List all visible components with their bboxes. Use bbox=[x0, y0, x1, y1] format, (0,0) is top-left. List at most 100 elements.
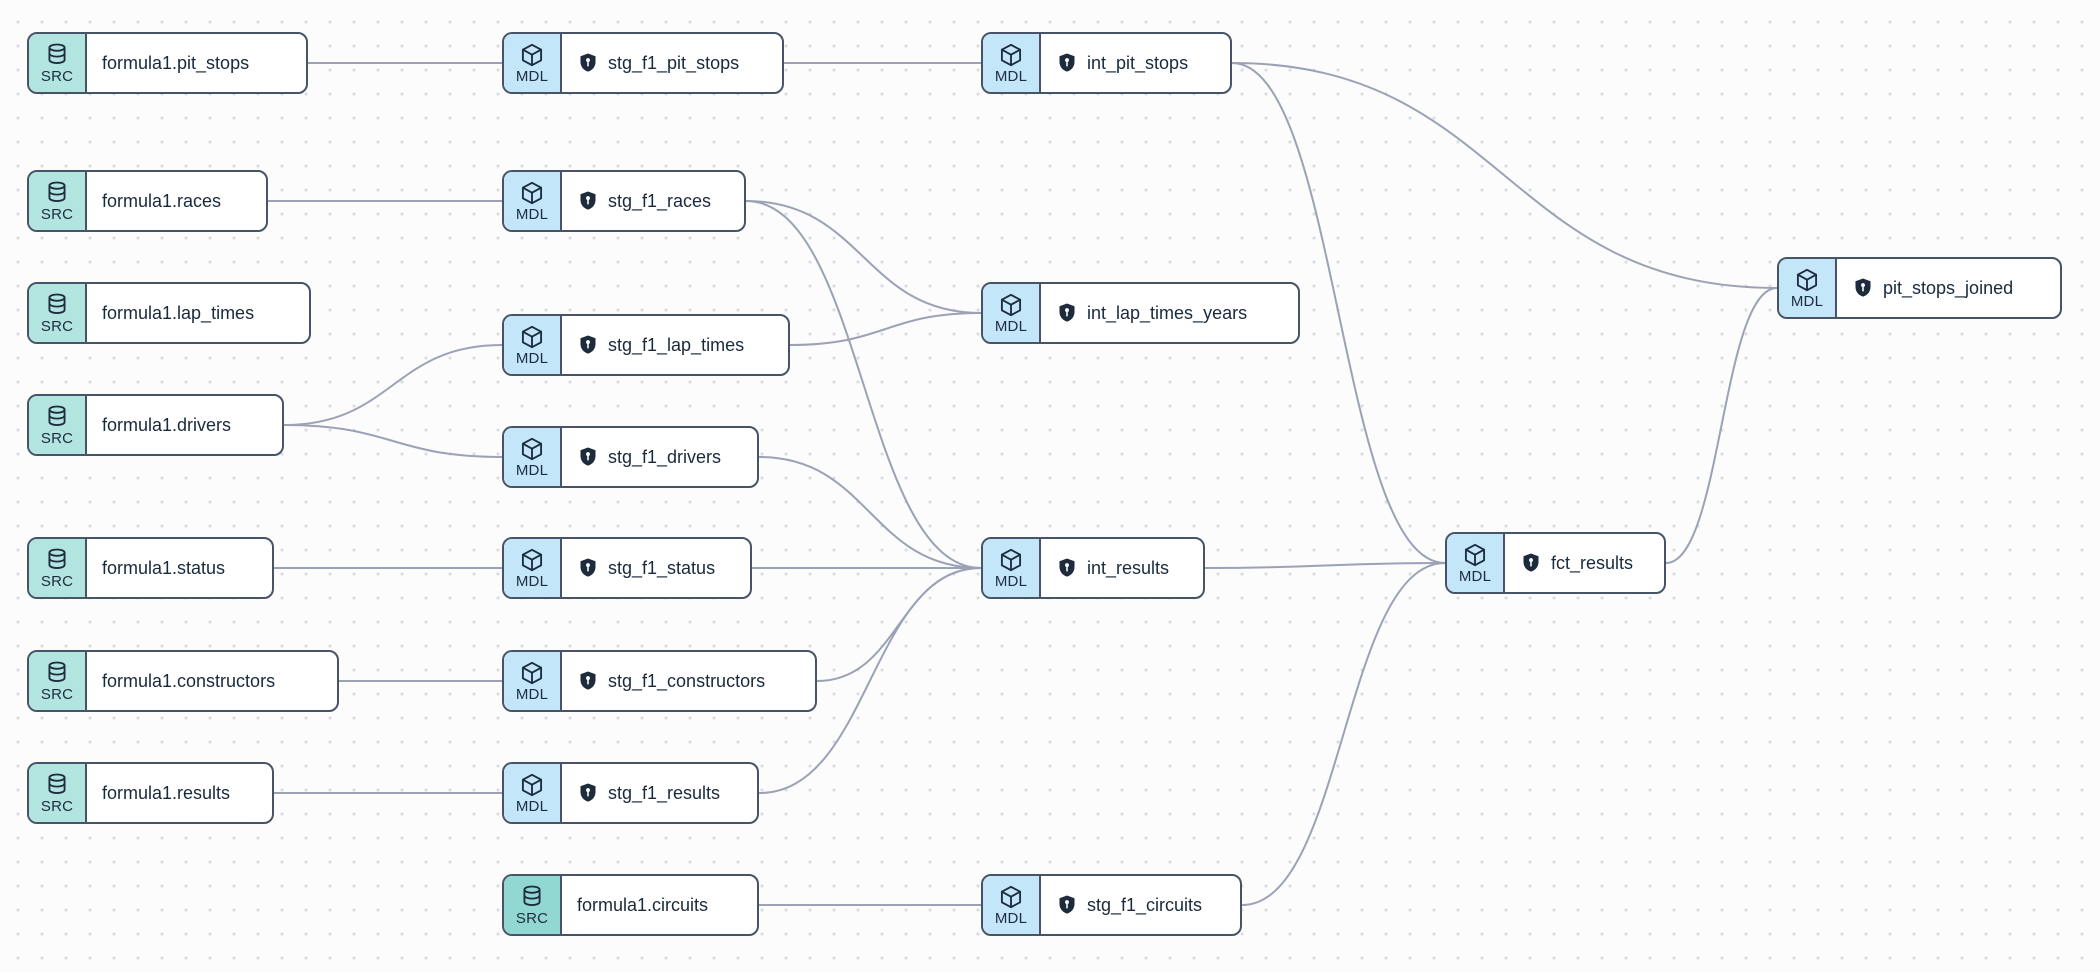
database-icon bbox=[44, 772, 70, 798]
shield-lock-icon bbox=[577, 446, 599, 468]
shield-lock-icon bbox=[1056, 302, 1078, 324]
node-type-label: SRC bbox=[40, 798, 74, 815]
lineage-node-int_results[interactable]: MDL int_results bbox=[981, 537, 1205, 599]
node-type-badge: MDL bbox=[983, 34, 1041, 92]
node-type-badge: MDL bbox=[983, 284, 1041, 342]
node-type-label: SRC bbox=[40, 318, 74, 335]
shield-lock-icon bbox=[577, 782, 599, 804]
node-body: formula1.constructors bbox=[87, 652, 337, 710]
package-icon bbox=[998, 42, 1024, 68]
shield-lock-icon bbox=[577, 52, 599, 74]
lineage-node-src_drivers[interactable]: SRC formula1.drivers bbox=[27, 394, 284, 456]
edge-fct_results-to-pit_stops_joined bbox=[1665, 287, 1778, 564]
node-body: stg_f1_lap_times bbox=[562, 316, 788, 374]
node-body: formula1.lap_times bbox=[87, 284, 309, 342]
edge-stg_f1_drivers-to-int_results bbox=[758, 456, 982, 569]
package-icon bbox=[998, 547, 1024, 573]
node-label: formula1.circuits bbox=[577, 894, 709, 915]
lineage-node-src_constructors[interactable]: SRC formula1.constructors bbox=[27, 650, 339, 712]
node-label: formula1.pit_stops bbox=[102, 52, 250, 73]
node-label: stg_f1_results bbox=[608, 782, 721, 803]
node-body: stg_f1_races bbox=[562, 172, 744, 230]
node-body: stg_f1_results bbox=[562, 764, 757, 822]
lineage-node-stg_f1_pit_stops[interactable]: MDL stg_f1_pit_stops bbox=[502, 32, 784, 94]
node-type-label: MDL bbox=[515, 462, 549, 479]
lineage-node-stg_f1_circuits[interactable]: MDL stg_f1_circuits bbox=[981, 874, 1242, 936]
node-type-badge: MDL bbox=[1447, 534, 1505, 592]
edge-stg_f1_races-to-int_lap_times_years bbox=[745, 200, 982, 314]
edge-stg_f1_circuits-to-fct_results bbox=[1241, 562, 1446, 906]
node-type-badge: MDL bbox=[504, 34, 562, 92]
node-body: pit_stops_joined bbox=[1837, 259, 2060, 317]
shield-lock-icon bbox=[577, 334, 599, 356]
node-type-label: MDL bbox=[994, 68, 1028, 85]
node-type-badge: SRC bbox=[29, 764, 87, 822]
node-label: formula1.lap_times bbox=[102, 302, 255, 323]
node-type-label: MDL bbox=[994, 910, 1028, 927]
node-label: int_results bbox=[1087, 557, 1170, 578]
node-type-badge: MDL bbox=[983, 876, 1041, 934]
database-icon bbox=[44, 404, 70, 430]
node-body: stg_f1_drivers bbox=[562, 428, 757, 486]
node-label: stg_f1_drivers bbox=[608, 446, 722, 467]
node-type-badge: SRC bbox=[29, 172, 87, 230]
shield-lock-icon bbox=[1852, 277, 1874, 299]
package-icon bbox=[519, 324, 545, 350]
lineage-node-fct_results[interactable]: MDL fct_results bbox=[1445, 532, 1666, 594]
node-type-label: MDL bbox=[515, 350, 549, 367]
node-label: stg_f1_pit_stops bbox=[608, 52, 740, 73]
node-body: stg_f1_circuits bbox=[1041, 876, 1240, 934]
node-body: int_pit_stops bbox=[1041, 34, 1230, 92]
edge-src_drivers-to-stg_f1_drivers bbox=[283, 424, 503, 458]
node-label: pit_stops_joined bbox=[1883, 277, 2014, 298]
edge-src_drivers-to-stg_f1_lap_times bbox=[283, 344, 503, 426]
node-body: formula1.drivers bbox=[87, 396, 282, 454]
edge-int_pit_stops-to-fct_results bbox=[1231, 62, 1446, 564]
database-icon bbox=[44, 547, 70, 573]
database-icon bbox=[44, 180, 70, 206]
node-label: stg_f1_lap_times bbox=[608, 334, 745, 355]
node-body: formula1.races bbox=[87, 172, 266, 230]
package-icon bbox=[998, 292, 1024, 318]
database-icon bbox=[44, 660, 70, 686]
node-type-badge: MDL bbox=[504, 316, 562, 374]
node-type-badge: MDL bbox=[983, 539, 1041, 597]
node-type-label: MDL bbox=[515, 206, 549, 223]
edge-stg_f1_races-to-int_results bbox=[745, 200, 982, 569]
node-type-label: MDL bbox=[994, 318, 1028, 335]
edge-int_pit_stops-to-pit_stops_joined bbox=[1231, 62, 1778, 289]
node-type-badge: SRC bbox=[29, 34, 87, 92]
shield-lock-icon bbox=[1056, 52, 1078, 74]
package-icon bbox=[1794, 267, 1820, 293]
node-body: int_results bbox=[1041, 539, 1203, 597]
edge-stg_f1_results-to-int_results bbox=[758, 567, 982, 794]
node-label: int_pit_stops bbox=[1087, 52, 1189, 73]
node-type-label: SRC bbox=[40, 686, 74, 703]
node-type-badge: SRC bbox=[29, 652, 87, 710]
shield-lock-icon bbox=[577, 670, 599, 692]
lineage-node-stg_f1_lap_times[interactable]: MDL stg_f1_lap_times bbox=[502, 314, 790, 376]
node-label: fct_results bbox=[1551, 552, 1634, 573]
lineage-node-src_pit_stops[interactable]: SRC formula1.pit_stops bbox=[27, 32, 308, 94]
node-body: stg_f1_constructors bbox=[562, 652, 815, 710]
node-type-label: SRC bbox=[40, 573, 74, 590]
lineage-node-src_lap_times[interactable]: SRC formula1.lap_times bbox=[27, 282, 311, 344]
lineage-node-stg_f1_races[interactable]: MDL stg_f1_races bbox=[502, 170, 746, 232]
node-label: stg_f1_races bbox=[608, 190, 712, 211]
lineage-node-stg_f1_drivers[interactable]: MDL stg_f1_drivers bbox=[502, 426, 759, 488]
node-body: stg_f1_pit_stops bbox=[562, 34, 782, 92]
node-type-label: MDL bbox=[515, 68, 549, 85]
lineage-node-int_pit_stops[interactable]: MDL int_pit_stops bbox=[981, 32, 1232, 94]
node-type-label: SRC bbox=[40, 430, 74, 447]
node-label: stg_f1_status bbox=[608, 557, 716, 578]
